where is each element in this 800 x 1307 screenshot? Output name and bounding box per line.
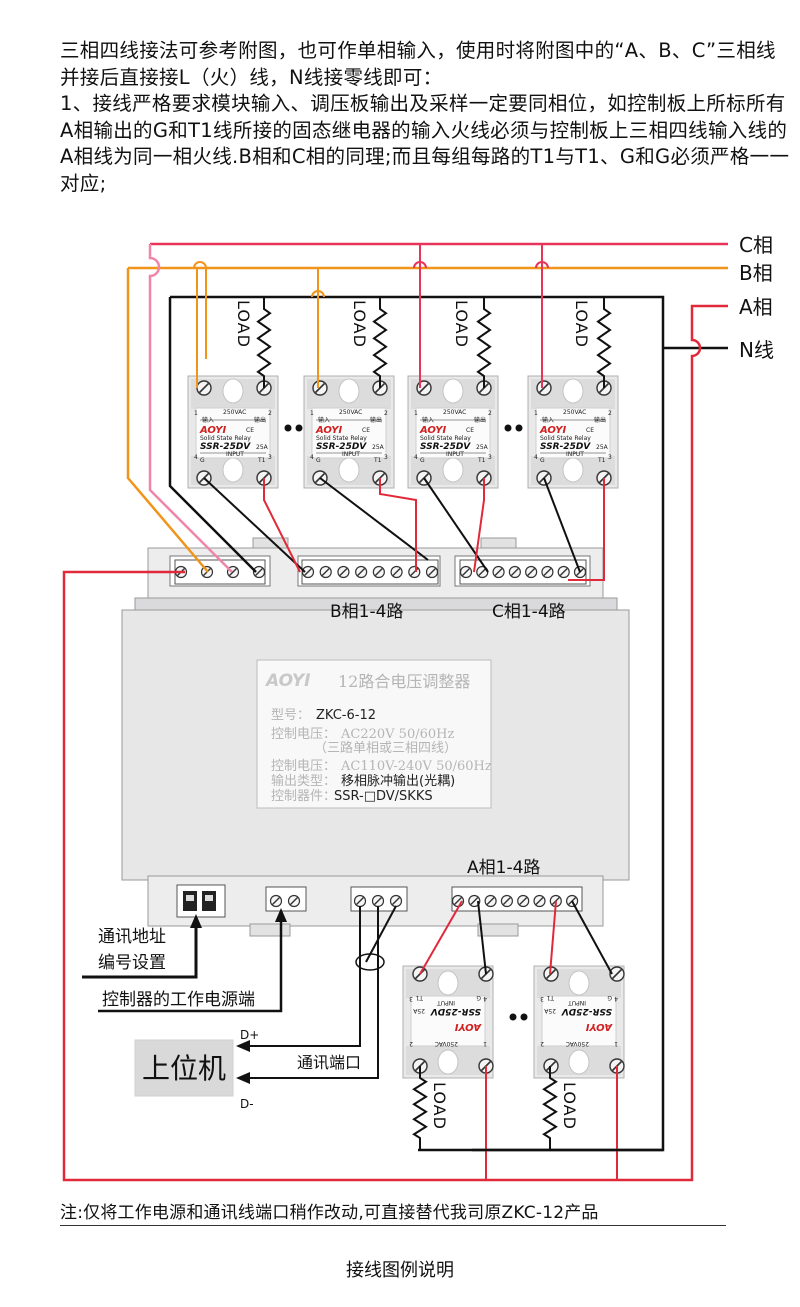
intro-paragraph-1: 三相四线接法可参考附图，也可作单相输入，使用时将附图中的“A、B、C”三相线并接… [60,39,776,89]
relay3-g-wire [423,477,489,573]
screw-terminal[interactable] [372,565,386,579]
load-resistor [542,1066,558,1150]
intro-paragraph-2: 1、接线严格要求模块输入、调压板输出及采样一定要同相位，如控制板上所标所有A相输… [60,92,790,195]
nameplate: AOYI 12路合电压调整器 型号： ZKC-6-12 控制电压： AC220V… [256,659,492,809]
nameplate-ctrl-v-value: AC220V 50/60Hz [340,727,454,742]
screw-terminal[interactable] [557,565,570,579]
relay1-input-hook [193,261,207,359]
load-resistor [412,1066,428,1150]
screw-terminal[interactable] [319,565,332,579]
relay4-t1-wire [568,478,605,581]
c-feed-wire [148,244,233,573]
nameplate-out-type-value: 移相脉冲输出(光耦) [341,773,455,789]
a1-t1-wire [419,900,463,975]
terminal-block-c[interactable] [459,559,587,585]
load-label: LOAD [572,300,591,348]
a1-g-wire [477,900,487,975]
load-label: LOAD [430,1082,449,1130]
ellipsis-dots [284,424,528,1021]
dminus-label: D- [240,1097,254,1111]
nameplate-title: 12路合电压调整器 [338,672,470,691]
relay2-t1-wire [379,478,417,572]
terminal-block-b[interactable] [301,559,439,585]
load-resistor [596,297,612,388]
power-terminal-block[interactable] [265,886,307,912]
relay1-t1-wire [263,478,301,573]
screw-terminal[interactable] [500,894,514,908]
load-label: LOAD [560,1082,579,1130]
comm-wiring: 通讯端口 D+ D- [236,905,397,1111]
load-label: LOAD [234,300,253,348]
address-label: 通讯地址 编号设置 [82,914,202,979]
screw-terminal[interactable] [354,565,368,579]
load-label: LOAD [452,300,471,348]
screw-terminal[interactable] [312,380,328,396]
screw-terminal[interactable] [337,565,350,579]
host-computer: 上位机 [134,1039,234,1097]
a-phase-line [62,304,728,1182]
load-resistor [372,297,388,388]
screw-terminal[interactable] [524,565,538,579]
nameplate-ctrl-out-label: 控制电压： [271,759,336,774]
phase-label-n: N线 [739,338,774,362]
group-label-c: C相1-4路 [492,602,566,622]
relay1-g-wire [203,477,306,573]
screw-terminal[interactable] [536,380,552,396]
power-label: 控制器的工作电源端 [98,908,287,1013]
footnote: 注:仅将工作电源和通讯线端口稍作改动,可直接替代我司原ZKC-12产品 [60,1198,726,1226]
group-label-b: B相1-4路 [330,602,403,622]
screw-terminal[interactable] [408,565,421,579]
screw-terminal[interactable] [484,894,497,908]
screw-terminal[interactable] [459,565,473,579]
comm-label: 通讯端口 [297,1053,361,1072]
terminal-block-a[interactable] [451,886,583,912]
load-resistor [256,297,272,388]
phase-label-b: B相 [739,261,773,285]
nameplate-ctrl-v-note: （三路单相或三相四线） [314,740,457,756]
screw-terminal[interactable] [609,966,625,982]
screw-terminal[interactable] [492,565,505,579]
svg-text:控制器的工作电源端: 控制器的工作电源端 [102,990,255,1010]
load-label: LOAD [350,300,369,348]
nameplate-device-value: SSR-□DV/SKKS [334,789,433,804]
screw-terminal[interactable] [517,894,530,908]
intro-text: 三相四线接法可参考附图，也可作单相输入，使用时将附图中的“A、B、C”三相线并接… [60,38,790,197]
svg-text:通讯地址: 通讯地址 [98,927,166,947]
phase-label-c: C相 [739,233,773,257]
dplus-label: D+ [240,1028,259,1042]
phase-label-a: A相 [739,295,773,319]
a4-g-wire [571,900,613,975]
nameplate-device-label: 控制器件： [271,789,336,804]
b-feed-wire [126,268,209,573]
screw-terminal[interactable] [196,380,212,396]
host-label: 上位机 [142,1052,226,1085]
terminal-block-power-in[interactable] [174,559,266,585]
screw-terminal[interactable] [533,894,546,908]
screw-terminal[interactable] [508,565,522,579]
group-label-a: A相1-4路 [467,858,540,878]
nameplate-model-value: ZKC-6-12 [316,708,376,723]
n-feed-wire [168,297,257,573]
svg-text:编号设置: 编号设置 [98,953,166,973]
caption: 接线图例说明 [346,1260,454,1281]
nameplate-ctrl-out-value: AC110V-240V 50/60Hz [340,759,492,774]
relay3-t1-wire [473,478,485,573]
a4-t1-wire [549,900,557,975]
nameplate-out-type-label: 输出类型： [271,773,336,789]
screw-terminal[interactable] [390,565,403,579]
screw-terminal[interactable] [541,565,554,579]
address-dip-switch[interactable] [176,884,226,918]
relay2-g-wire [319,477,429,561]
nameplate-model-label: 型号： [271,708,310,723]
nameplate-brand: AOYI [264,671,310,691]
load-resistor [476,297,492,388]
relay4-g-wire [543,477,581,573]
screw-terminal[interactable] [425,565,439,579]
nameplate-ctrl-v-label: 控制电压： [271,727,336,742]
terminal-strip-power-in [174,559,266,585]
